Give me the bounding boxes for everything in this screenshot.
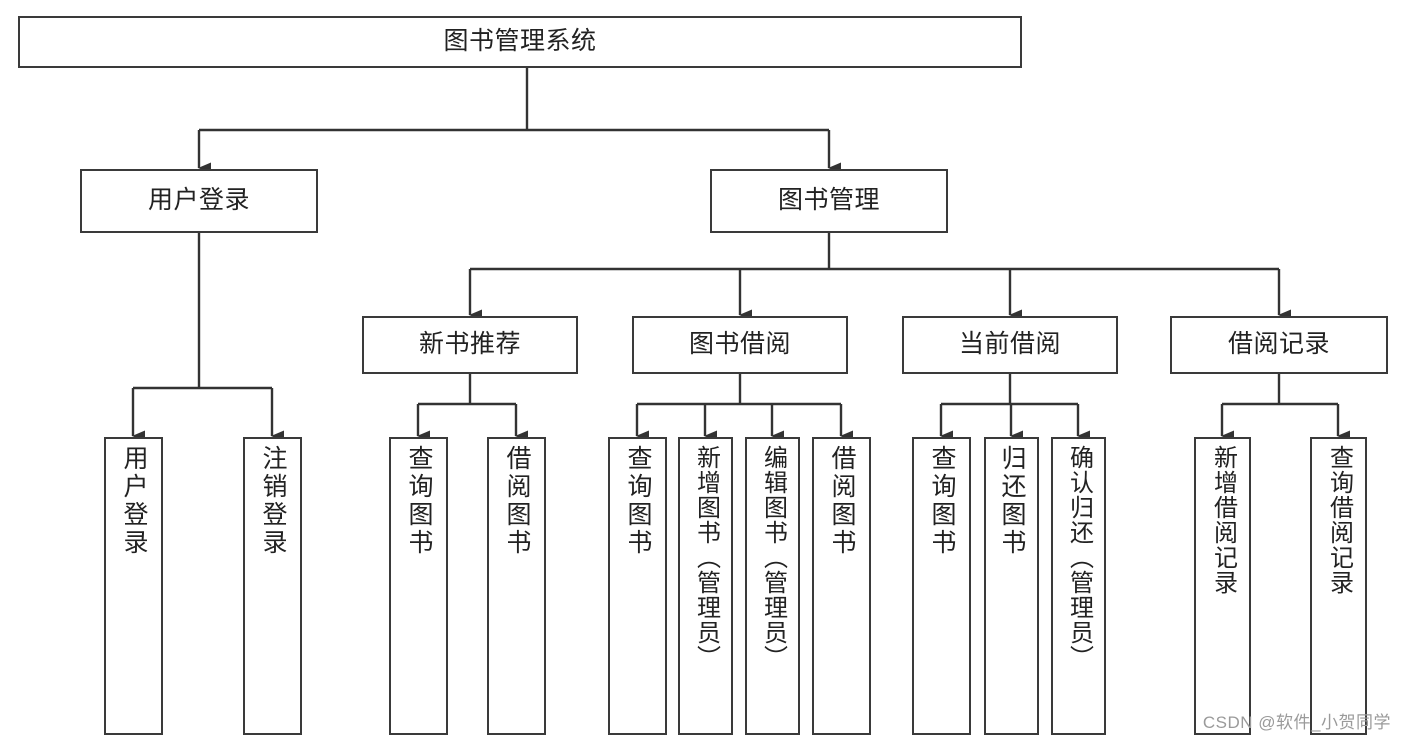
tree-connectors bbox=[131, 68, 1350, 442]
node-new-book-recommend[interactable]: 新书推荐 bbox=[362, 316, 578, 374]
node-leaf-borrow-book-2-label: 借阅图书 bbox=[828, 445, 856, 557]
node-leaf-add-borrow-record-label: 新增借阅记录 bbox=[1209, 445, 1237, 595]
node-book-manage[interactable]: 图书管理 bbox=[710, 169, 948, 233]
node-leaf-confirm-return-label: 确认归还（管理员） bbox=[1065, 445, 1093, 670]
node-root-label: 图书管理系统 bbox=[443, 27, 597, 56]
node-leaf-edit-book-label: 编辑图书（管理员） bbox=[759, 445, 787, 670]
node-leaf-user-login-label: 用户登录 bbox=[120, 445, 148, 557]
node-leaf-user-login[interactable]: 用户登录 bbox=[104, 437, 163, 735]
node-leaf-query-book-2-label: 查询图书 bbox=[624, 445, 652, 557]
node-new-book-recommend-label: 新书推荐 bbox=[418, 330, 521, 359]
node-current-borrow[interactable]: 当前借阅 bbox=[902, 316, 1118, 374]
node-book-borrow-label: 图书借阅 bbox=[688, 330, 791, 359]
node-root-图书管理系统[interactable]: 图书管理系统 bbox=[18, 16, 1022, 68]
node-leaf-confirm-return[interactable]: 确认归还（管理员） bbox=[1051, 437, 1106, 735]
node-leaf-query-book-3-label: 查询图书 bbox=[928, 445, 956, 557]
node-user-login[interactable]: 用户登录 bbox=[80, 169, 318, 233]
node-borrow-record-label: 借阅记录 bbox=[1227, 330, 1330, 359]
node-leaf-query-borrow-record[interactable]: 查询借阅记录 bbox=[1310, 437, 1367, 735]
node-leaf-add-book-label: 新增图书（管理员） bbox=[692, 445, 720, 670]
node-leaf-edit-book[interactable]: 编辑图书（管理员） bbox=[745, 437, 800, 735]
node-leaf-query-book-3[interactable]: 查询图书 bbox=[912, 437, 971, 735]
node-borrow-record[interactable]: 借阅记录 bbox=[1170, 316, 1388, 374]
node-leaf-return-book[interactable]: 归还图书 bbox=[984, 437, 1039, 735]
node-leaf-borrow-book-1[interactable]: 借阅图书 bbox=[487, 437, 546, 735]
node-leaf-user-logout-label: 注销登录 bbox=[259, 445, 287, 557]
node-current-borrow-label: 当前借阅 bbox=[958, 330, 1061, 359]
node-leaf-return-book-label: 归还图书 bbox=[998, 445, 1026, 557]
node-user-login-label: 用户登录 bbox=[147, 186, 250, 215]
node-book-borrow[interactable]: 图书借阅 bbox=[632, 316, 848, 374]
node-book-manage-label: 图书管理 bbox=[777, 186, 880, 215]
node-leaf-query-borrow-record-label: 查询借阅记录 bbox=[1325, 445, 1353, 595]
node-leaf-query-book-1-label: 查询图书 bbox=[405, 445, 433, 557]
node-leaf-add-book[interactable]: 新增图书（管理员） bbox=[678, 437, 733, 735]
node-leaf-query-book-1[interactable]: 查询图书 bbox=[389, 437, 448, 735]
node-leaf-user-logout[interactable]: 注销登录 bbox=[243, 437, 302, 735]
node-leaf-query-book-2[interactable]: 查询图书 bbox=[608, 437, 667, 735]
node-leaf-borrow-book-2[interactable]: 借阅图书 bbox=[812, 437, 871, 735]
node-leaf-add-borrow-record[interactable]: 新增借阅记录 bbox=[1194, 437, 1251, 735]
node-leaf-borrow-book-1-label: 借阅图书 bbox=[503, 445, 531, 557]
